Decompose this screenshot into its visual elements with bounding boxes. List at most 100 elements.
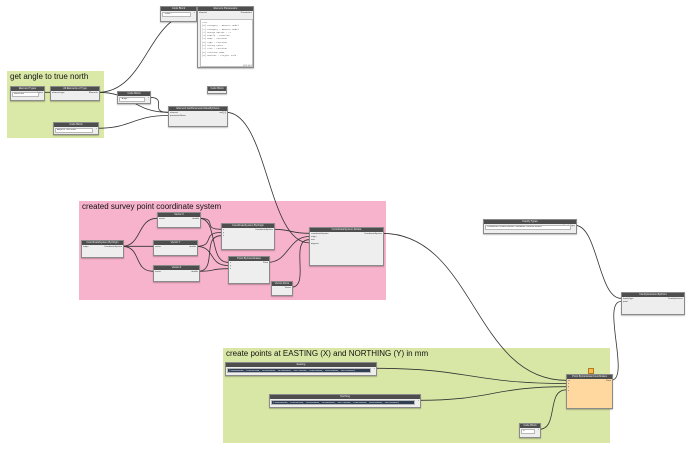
input-port[interactable]: x bbox=[568, 383, 570, 386]
node-title: Element.Parameters bbox=[198, 7, 253, 11]
node-input-field[interactable]: {1000000000, 1034587000, 1034658000, 104… bbox=[271, 400, 415, 405]
output-port[interactable]: CoordinateSystem bbox=[255, 229, 273, 231]
output-port[interactable]: > bbox=[95, 128, 97, 130]
output-port[interactable]: CoordinateSystem bbox=[364, 233, 382, 235]
node-title: FamilyInstance.ByPoint bbox=[622, 293, 684, 297]
output-port[interactable]: > bbox=[373, 368, 375, 370]
group-title: created survey point coordinate system bbox=[82, 202, 222, 211]
input-port[interactable]: vector bbox=[155, 271, 161, 273]
input-port[interactable]: x bbox=[230, 262, 232, 264]
node-input-field[interactable]: Coordinate Location Marker:Coordinate Lo… bbox=[485, 225, 571, 230]
output-port[interactable]: > bbox=[147, 97, 149, 99]
input-port[interactable]: coordinateSystem bbox=[311, 233, 329, 235]
node-cbw[interactable]: Code Block bbox=[207, 86, 227, 94]
input-port[interactable]: y bbox=[230, 265, 232, 268]
preview-line: [9] Workset : Project Info bbox=[202, 53, 237, 57]
input-port[interactable]: vector bbox=[155, 246, 161, 248]
input-port[interactable]: parameterName bbox=[170, 115, 186, 118]
node-input-field[interactable]: BasePoint bbox=[12, 92, 39, 97]
output-port[interactable]: Vector bbox=[284, 287, 291, 289]
warning-icon[interactable] bbox=[587, 368, 594, 374]
output-port[interactable]: double bbox=[192, 218, 199, 220]
output-port[interactable]: Point bbox=[606, 380, 611, 382]
input-port[interactable]: origin bbox=[311, 236, 317, 239]
input-port[interactable]: z bbox=[568, 389, 570, 392]
node-easting[interactable]: Easting>{1000000000, 1034587000, 1034658… bbox=[225, 362, 377, 376]
input-port[interactable]: origin bbox=[83, 246, 89, 248]
preview-line: [2] Design Option : -1 bbox=[202, 30, 231, 34]
node-northing[interactable]: Northing>{1000000000, 1034587000, 103465… bbox=[269, 394, 421, 408]
input-port[interactable]: x bbox=[223, 229, 225, 231]
node-input-field[interactable]: {1000000000, 1034587000, 1034658000, 104… bbox=[227, 368, 371, 373]
node-title: Northing bbox=[270, 395, 420, 399]
input-port[interactable]: axis bbox=[311, 239, 315, 242]
node-body: >Angle to True North bbox=[54, 127, 98, 134]
node-title: Vector.Z bbox=[154, 266, 199, 270]
connector-wire[interactable] bbox=[97, 11, 198, 93]
output-port[interactable]: var[]..[] bbox=[219, 112, 226, 114]
input-port[interactable]: point bbox=[623, 301, 628, 304]
node-body: Vector bbox=[272, 286, 292, 295]
connector-wire[interactable] bbox=[96, 115, 169, 129]
input-port[interactable]: element bbox=[170, 112, 178, 114]
input-port[interactable]: degrees bbox=[311, 242, 319, 245]
node-cb1[interactable]: Code Block>"Value"; bbox=[160, 6, 197, 22]
connector-wire[interactable] bbox=[574, 224, 622, 299]
input-port[interactable]: vector bbox=[159, 218, 165, 220]
node-cb3[interactable]: Code Block>Angle to True North bbox=[53, 122, 99, 135]
output-port[interactable]: > bbox=[537, 429, 539, 431]
input-port[interactable]: element type bbox=[52, 92, 65, 94]
node-title: Code Block bbox=[118, 92, 150, 96]
connector-wire[interactable] bbox=[148, 96, 169, 113]
input-port[interactable]: z bbox=[230, 268, 232, 271]
node-input-field[interactable]: Angle to True North bbox=[55, 128, 93, 133]
node-cb2[interactable]: Code Block>"Angle"; bbox=[117, 91, 151, 104]
node-cbz[interactable]: Code Block>0; bbox=[519, 423, 541, 438]
input-port[interactable]: y bbox=[223, 232, 225, 235]
preview-line: [7] Site : Location bbox=[202, 47, 227, 51]
output-port[interactable]: Types bbox=[37, 92, 43, 94]
input-port[interactable]: y bbox=[568, 386, 570, 389]
input-port[interactable]: z bbox=[223, 235, 225, 238]
connector-wire[interactable] bbox=[610, 301, 622, 381]
output-port[interactable]: double bbox=[189, 246, 196, 248]
node-title: CoordinateSystem.ByOrigin bbox=[82, 241, 123, 245]
node-input-field[interactable]: 0; bbox=[521, 429, 535, 434]
input-port[interactable]: cs bbox=[568, 380, 571, 382]
node-body: >"Angle"; bbox=[118, 96, 150, 103]
output-port[interactable]: double bbox=[191, 271, 198, 273]
output-port[interactable]: CoordinateSystem bbox=[104, 246, 122, 248]
input-port[interactable]: familyType bbox=[623, 298, 634, 300]
node-input-field[interactable]: "Value"; bbox=[162, 12, 191, 17]
node-body: vector double bbox=[154, 245, 197, 255]
output-port[interactable]: Point bbox=[263, 262, 268, 264]
node-title: Vector.X bbox=[158, 213, 200, 217]
node-title: CoordinateSystem.ByOrigin bbox=[222, 224, 274, 228]
output-port[interactable]: > bbox=[193, 12, 195, 14]
input-port[interactable]: element bbox=[199, 12, 207, 14]
output-port[interactable]: > bbox=[417, 400, 419, 402]
output-port[interactable]: Elements bbox=[88, 92, 98, 94]
output-port[interactable]: Parameters bbox=[240, 12, 252, 14]
node-body: vector double bbox=[154, 270, 199, 281]
node-input-field[interactable]: "Angle"; bbox=[119, 97, 145, 102]
output-port[interactable]: FamilyInstance bbox=[668, 298, 683, 300]
node-title: Code Block bbox=[208, 87, 226, 91]
node-title: Vector.ZAxis bbox=[272, 282, 292, 286]
